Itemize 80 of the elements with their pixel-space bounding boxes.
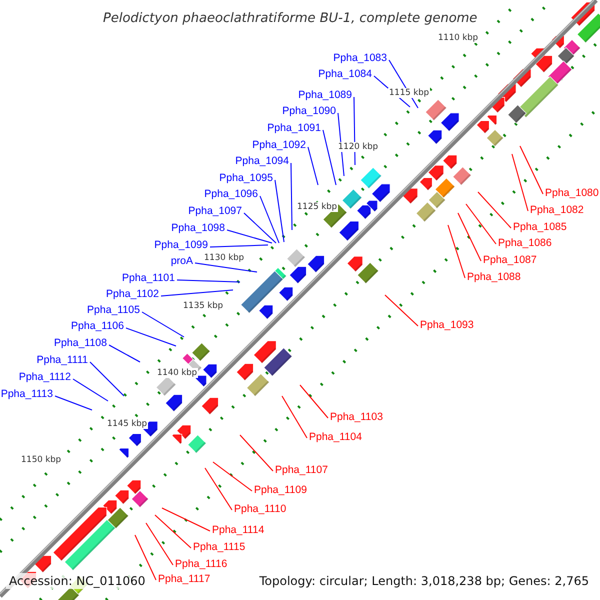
kbp-tick-label: 1115 kbp xyxy=(388,88,430,98)
kbp-tick-label: 1130 kbp xyxy=(203,253,246,263)
gene-label: Ppha_1093 xyxy=(420,319,474,331)
gene-label: Ppha_1090 xyxy=(282,105,336,117)
gene-label: Ppha_1083 xyxy=(333,52,387,64)
gene-label: Ppha_1097 xyxy=(188,205,242,217)
gene-label: Ppha_1084 xyxy=(318,68,372,80)
leader-line xyxy=(162,508,210,532)
leader-line xyxy=(160,290,234,296)
gene-label: Ppha_1091 xyxy=(267,122,321,134)
leader-line xyxy=(322,130,336,186)
gene-label: Ppha_1110 xyxy=(234,503,286,515)
leader-line xyxy=(108,344,140,362)
leader-line xyxy=(212,462,252,492)
leader-line xyxy=(290,162,292,230)
gene-label: Ppha_1109 xyxy=(254,484,307,496)
gene-label: Ppha_1113 xyxy=(0,388,53,400)
gene-label: Ppha_1095 xyxy=(219,172,273,184)
gene-label: Ppha_1088 xyxy=(467,271,521,283)
gene-label: Ppha_1105 xyxy=(87,304,140,316)
leader-line xyxy=(226,230,272,244)
leader-line xyxy=(240,434,274,472)
leader-line xyxy=(244,212,276,244)
leader-line xyxy=(274,180,284,242)
kbp-tick-label: 1150 kbp xyxy=(20,455,62,465)
gene-label: Ppha_1094 xyxy=(235,155,289,167)
gene-label: Ppha_1104 xyxy=(309,431,362,443)
leader-line xyxy=(448,224,466,278)
leader-line xyxy=(512,154,528,212)
kbp-tick-label: 1145 kbp xyxy=(106,419,148,429)
leader-line xyxy=(90,362,124,396)
leader-line xyxy=(72,378,108,402)
leader-line xyxy=(282,396,308,438)
gene-label: Ppha_1112 xyxy=(18,371,71,383)
gene-label: Ppha_1089 xyxy=(298,89,352,101)
leader-line xyxy=(300,384,328,418)
kbp-tick-label: 1110 kbp xyxy=(437,33,480,43)
gene-label: Ppha_1101 xyxy=(122,272,175,284)
leader-line xyxy=(176,280,240,282)
leader-line xyxy=(194,262,258,272)
leader-line xyxy=(134,534,156,580)
gene-label: Ppha_1117 xyxy=(158,573,210,585)
gene-label: Ppha_1108 xyxy=(54,337,107,349)
leader-line xyxy=(384,294,418,326)
gene-label: Ppha_1085 xyxy=(513,221,567,233)
gene-label: Ppha_1116 xyxy=(175,558,228,570)
gene-label: Ppha_1107 xyxy=(275,464,328,476)
gene-label: Ppha_1099 xyxy=(154,239,208,251)
gene-label: Ppha_1115 xyxy=(193,541,246,553)
diagram-title: Pelodictyon phaeoclathratiforme BU-1, complete genome xyxy=(103,10,478,28)
gene-label: Ppha_1098 xyxy=(171,222,225,234)
leader-line xyxy=(126,328,176,346)
gene-label: Ppha_1082 xyxy=(530,204,584,216)
leader-line xyxy=(260,196,280,244)
gene-label: Ppha_1106 xyxy=(71,320,124,332)
leader-line xyxy=(478,192,512,228)
leader-line xyxy=(154,514,192,548)
gene-label: Ppha_1092 xyxy=(252,139,306,151)
leader-line xyxy=(204,468,232,510)
leader-line xyxy=(210,244,268,248)
leader-line xyxy=(142,312,184,338)
leader-line xyxy=(54,396,92,410)
kbp-tick-label: 1120 kbp xyxy=(337,142,380,152)
gene-label: Ppha_1111 xyxy=(36,354,88,366)
kbp-tick-label: 1125 kbp xyxy=(296,202,338,212)
leader-line xyxy=(466,204,496,244)
gene-label: Ppha_1103 xyxy=(330,411,383,423)
gene-label: Ppha_1080 xyxy=(545,187,599,199)
gene-label: Ppha_1087 xyxy=(483,254,537,266)
leader-line xyxy=(520,146,544,194)
gene-label: Ppha_1096 xyxy=(204,188,258,200)
leader-line xyxy=(308,146,318,186)
gene-label: Ppha_1102 xyxy=(106,288,159,300)
gene-label: Ppha_1086 xyxy=(498,237,552,249)
gene-label: Ppha_1114 xyxy=(212,524,264,536)
gene-label: proA xyxy=(170,255,193,267)
leader-line xyxy=(458,212,482,262)
leader-line xyxy=(146,522,174,566)
kbp-tick-label: 1140 kbp xyxy=(156,368,198,378)
kbp-tick-label: 1135 kbp xyxy=(182,301,224,311)
